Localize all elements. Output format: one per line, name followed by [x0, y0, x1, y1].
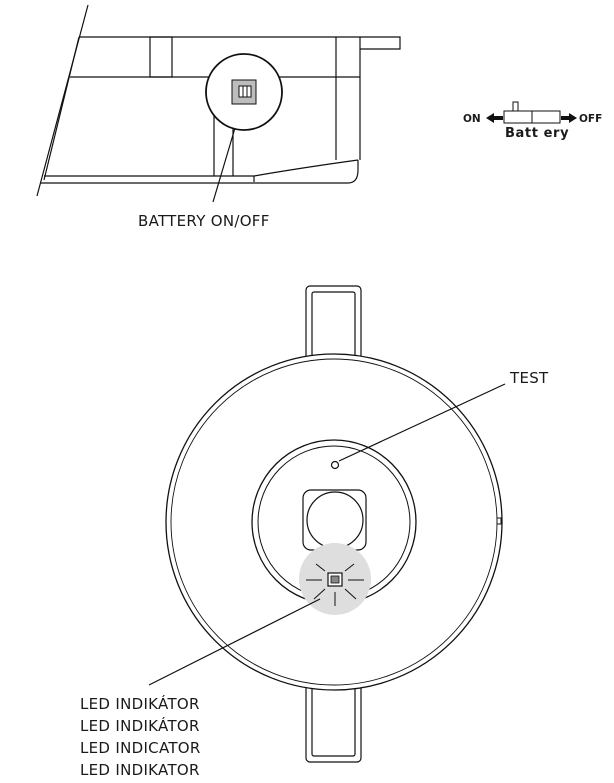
off-label: OFF: [579, 113, 602, 125]
battery-switch-callout: [205, 53, 283, 203]
test-leader-line: [338, 383, 506, 462]
led-label-en: LED INDICATOR: [80, 739, 201, 757]
led-label-sk: LED INDIKÁTOR: [80, 716, 200, 735]
test-label: TEST: [509, 369, 549, 387]
arrow-right-icon: [561, 113, 577, 123]
housing-side-view: [36, 4, 401, 197]
battery-name-label: Batt ery: [505, 126, 569, 141]
on-label: ON: [463, 113, 481, 125]
sensor-lens: [306, 491, 364, 549]
led-rays: [306, 563, 364, 606]
led-label-de: LED INDIKATOR: [80, 761, 200, 779]
switch-position-legend: ON OFF Batt ery: [463, 101, 602, 141]
led-indicator-labels: LED INDIKÁTOR LED INDIKÁTOR LED INDICATO…: [80, 694, 201, 779]
led-leader-line: [148, 598, 321, 686]
test-button: [330, 460, 340, 470]
arrow-left-icon: [486, 113, 503, 123]
battery-switch-label: BATTERY ON/OFF: [138, 212, 270, 230]
switch-knob: [512, 101, 519, 112]
fixture-top-view: [165, 285, 503, 763]
led-label-hu: LED INDIKÁTOR: [80, 694, 200, 713]
